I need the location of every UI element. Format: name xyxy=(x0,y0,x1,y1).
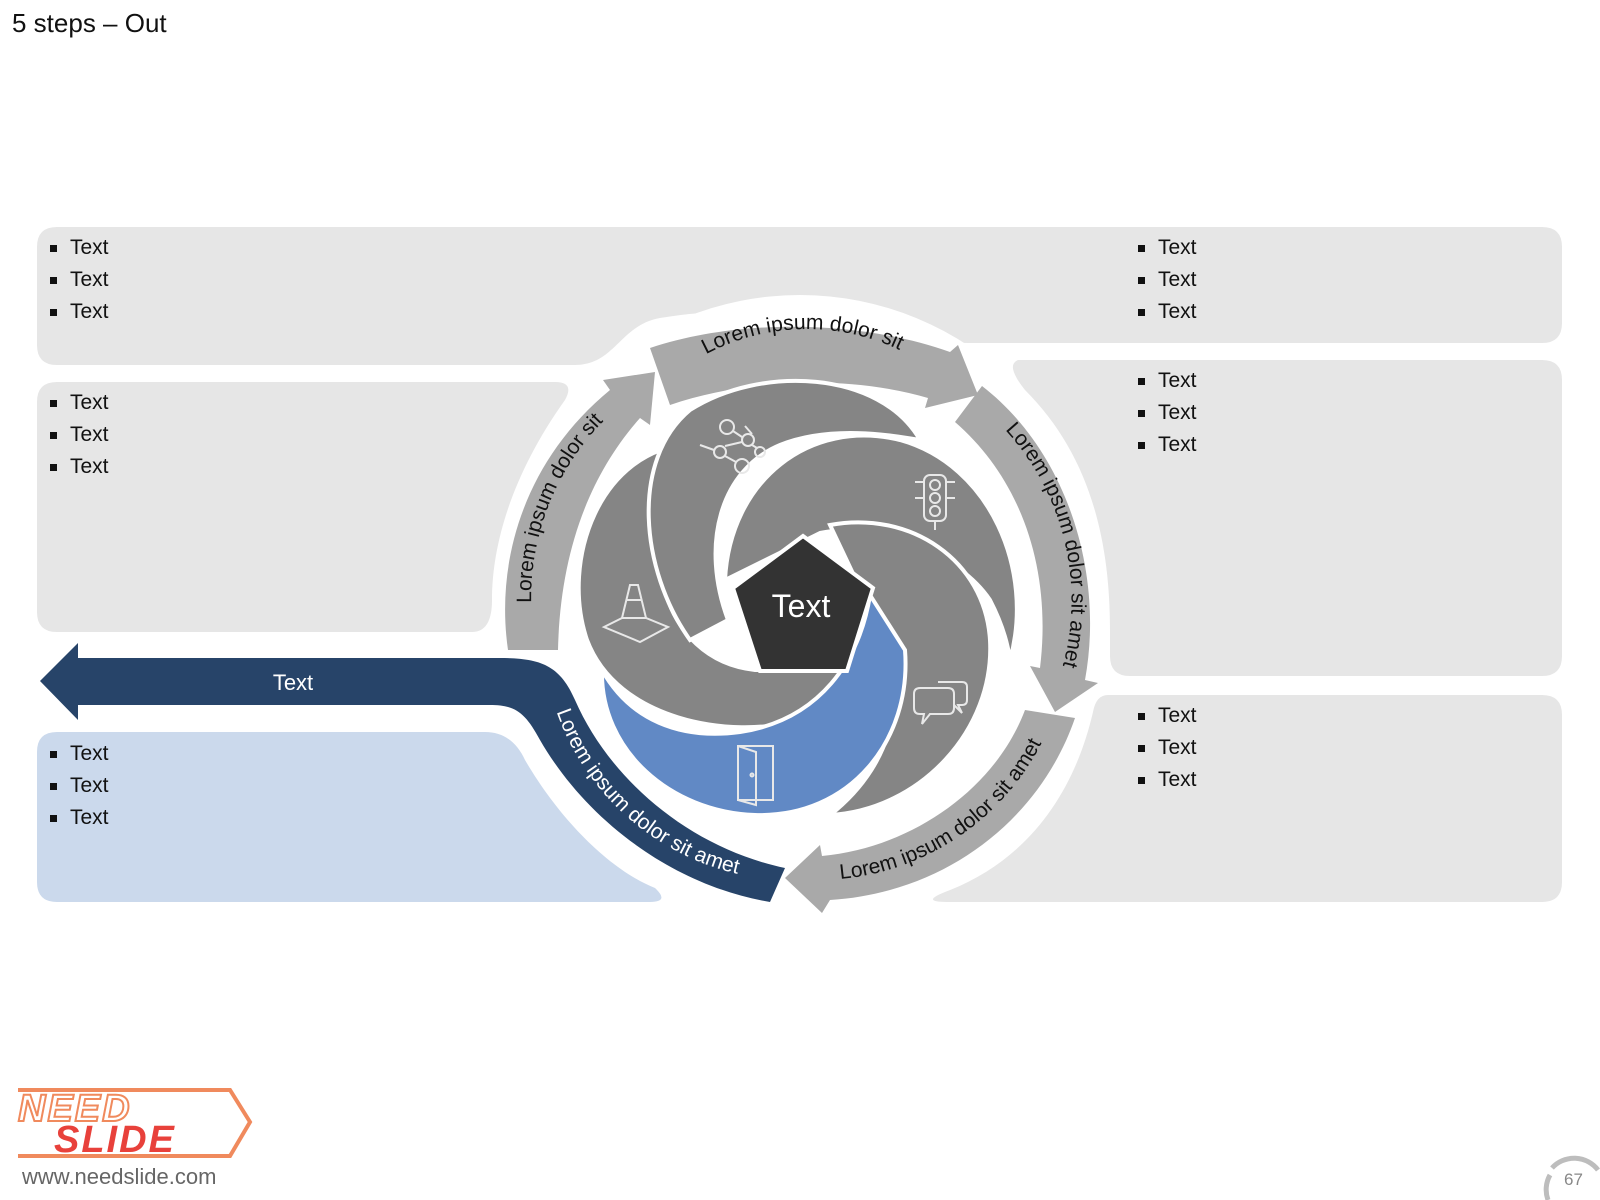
list-item: Text xyxy=(50,802,109,834)
website-link[interactable]: www.needslide.com xyxy=(22,1164,217,1189)
center-label: Text xyxy=(772,588,831,624)
list-bottom-left: Text Text Text xyxy=(50,738,109,834)
center-pentagon[interactable] xyxy=(730,533,876,673)
list-item: Text xyxy=(1138,429,1197,461)
exit-arrow-label: Text xyxy=(273,670,313,695)
exit-arrow[interactable] xyxy=(40,643,785,902)
list-top-left: Text Text Text xyxy=(50,232,109,328)
list-item: Text xyxy=(50,738,109,770)
list-item: Text xyxy=(1138,700,1197,732)
panel-mid-left xyxy=(37,382,569,632)
list-item: Text xyxy=(1138,365,1197,397)
door-icon xyxy=(737,745,774,807)
needslide-logo: NEED SLIDE xyxy=(17,1087,253,1161)
panel-bottom-right xyxy=(932,695,1562,902)
list-top-right: Text Text Text xyxy=(1138,232,1197,328)
list-item: Text xyxy=(50,296,109,328)
network-icon xyxy=(699,419,766,474)
list-item: Text xyxy=(1138,232,1197,264)
arrow-right xyxy=(955,386,1098,712)
list-item: Text xyxy=(50,387,109,419)
list-item: Text xyxy=(50,770,109,802)
list-item: Text xyxy=(1138,732,1197,764)
arrow-top xyxy=(650,326,978,408)
page-number: 67 xyxy=(1564,1170,1583,1189)
list-item: Text xyxy=(50,232,109,264)
petal-4-blue[interactable] xyxy=(599,589,908,818)
traffic-cone-icon xyxy=(601,584,671,644)
arrow-left xyxy=(505,372,655,650)
chat-bubbles-icon xyxy=(913,681,968,725)
panel-bottom-left xyxy=(37,732,662,902)
list-item: Text xyxy=(50,419,109,451)
list-item: Text xyxy=(1138,264,1197,296)
list-item: Text xyxy=(1138,764,1197,796)
petal-1-gray xyxy=(646,378,924,643)
list-bottom-right: Text Text Text xyxy=(1138,700,1197,796)
list-item: Text xyxy=(1138,397,1197,429)
petal-2-gray xyxy=(722,433,1019,661)
list-mid-right: Text Text Text xyxy=(1138,365,1197,461)
list-item: Text xyxy=(50,264,109,296)
logo-line1: NEED xyxy=(18,1088,132,1130)
slide-title: 5 steps – Out xyxy=(12,8,167,38)
list-mid-left: Text Text Text xyxy=(50,387,109,483)
list-item: Text xyxy=(50,451,109,483)
traffic-light-icon xyxy=(915,474,955,530)
panel-mid-right xyxy=(1012,360,1562,676)
list-item: Text xyxy=(1138,296,1197,328)
arrow-bottom-right xyxy=(785,710,1075,913)
logo-line2: SLIDE xyxy=(54,1119,176,1161)
cycle-badge-icon xyxy=(1543,1155,1600,1200)
